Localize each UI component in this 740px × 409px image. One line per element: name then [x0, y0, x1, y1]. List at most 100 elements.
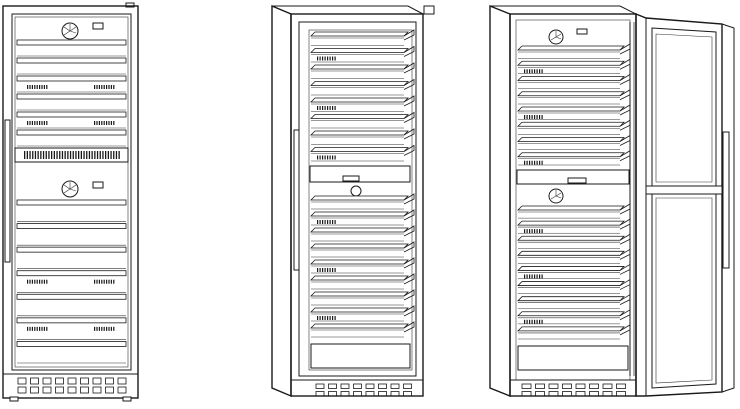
vent-slot [403, 391, 412, 397]
front-lower-shelf [16, 341, 127, 364]
vent-slot [67, 377, 77, 385]
vent-slot [521, 391, 532, 397]
vent-slot [403, 383, 412, 389]
vent-slot [353, 391, 362, 397]
open-upper-shelf [517, 89, 631, 105]
vent-slot [117, 377, 127, 385]
front-lower-shelf [16, 223, 127, 246]
vent-slot [589, 383, 599, 389]
vent-slot [92, 386, 102, 394]
open-lower-shelf [517, 203, 631, 219]
front-door-glass [11, 13, 132, 371]
vent-slot [340, 383, 350, 389]
vent-slot [535, 391, 545, 397]
front-lower-shelf [16, 270, 127, 293]
vent-slot [315, 391, 325, 397]
tq-upper-shelf [310, 62, 415, 79]
door-open-view [489, 4, 735, 398]
front-upper-display-panel-icon [92, 22, 104, 30]
vent-slot [105, 377, 114, 385]
tq-upper-shelf [310, 144, 415, 162]
open-door-handle [722, 131, 730, 269]
vent-slot [602, 391, 613, 397]
front-upper-shelf [16, 75, 127, 93]
vent-slot [353, 383, 362, 389]
open-lower-shelf [517, 233, 631, 249]
open-upper-shelf [517, 104, 631, 120]
open-upper-fan-icon [548, 29, 564, 45]
tq-side-panel [271, 4, 292, 398]
vent-slot [589, 391, 599, 397]
front-upper-shelf [16, 57, 127, 75]
tq-upper-shelf-stack [310, 29, 415, 162]
front-left-foot [9, 396, 19, 402]
tq-base-vent-grille [315, 383, 412, 397]
vent-slot [562, 383, 572, 389]
open-lower-shelf [517, 248, 631, 264]
vent-slot [365, 383, 375, 389]
open-upper-shelf [517, 119, 631, 135]
front-base-vent-grille [17, 377, 127, 394]
three-quarter-view [271, 4, 435, 398]
tq-lower-shelf [310, 257, 415, 274]
front-upper-shelf [16, 111, 127, 129]
vent-slot [117, 386, 127, 394]
vent-slot [521, 383, 532, 389]
open-upper-shelf [517, 73, 631, 89]
front-upper-shelf [16, 129, 127, 147]
front-door-handle [4, 119, 11, 263]
open-upper-shelf [517, 150, 631, 166]
open-upper-shelf [517, 43, 631, 59]
vent-slot [548, 391, 559, 397]
tq-lower-shelf [310, 193, 415, 210]
vent-slot [105, 386, 114, 394]
open-upper-shelf [517, 58, 631, 74]
open-shelf-rails [629, 22, 635, 376]
tq-upper-shelf [310, 45, 415, 63]
front-cabinet [2, 5, 139, 399]
tq-lower-shelf [310, 241, 415, 258]
vent-slot [42, 386, 52, 394]
tq-upper-shelf [310, 78, 415, 96]
vent-slot [80, 377, 89, 385]
vent-slot [328, 391, 337, 397]
tq-lower-shelf [310, 225, 415, 242]
open-lower-shelf [517, 324, 631, 340]
vent-slot [42, 377, 52, 385]
tq-lower-shelf [310, 321, 415, 338]
vent-slot [30, 377, 39, 385]
tq-zone-divider [309, 165, 411, 183]
tq-lower-shelf [310, 273, 415, 290]
vent-slot [17, 386, 27, 394]
vent-slot [535, 383, 545, 389]
front-lower-fan-icon [61, 180, 79, 198]
tq-lower-shelf [310, 209, 415, 226]
vent-slot [575, 383, 586, 389]
vent-slot [30, 386, 39, 394]
vent-slot [17, 377, 27, 385]
tq-upper-shelf [310, 29, 415, 46]
open-zone-divider [516, 169, 630, 185]
vent-slot [548, 383, 559, 389]
vent-slot [55, 377, 64, 385]
vent-slot [390, 391, 400, 397]
tq-upper-shelf [310, 128, 415, 145]
vent-slot [340, 391, 350, 397]
open-door-divider [645, 185, 723, 195]
open-upper-shelf-stack [517, 43, 631, 166]
open-cabinet-front [509, 13, 637, 397]
tq-fan-icon [350, 185, 362, 197]
vent-slot [315, 383, 325, 389]
front-view [2, 2, 139, 402]
tq-bottom-drawer [310, 343, 411, 369]
tq-lower-shelf [310, 305, 415, 322]
open-upper-shelf [517, 134, 631, 150]
vent-slot [562, 391, 572, 397]
vent-slot [616, 383, 626, 389]
vent-slot [55, 386, 64, 394]
front-upper-shelf [16, 39, 127, 57]
tq-upper-shelf [310, 111, 415, 129]
vent-slot [616, 391, 626, 397]
open-lower-shelf [517, 218, 631, 234]
tq-upper-shelf [310, 95, 415, 112]
